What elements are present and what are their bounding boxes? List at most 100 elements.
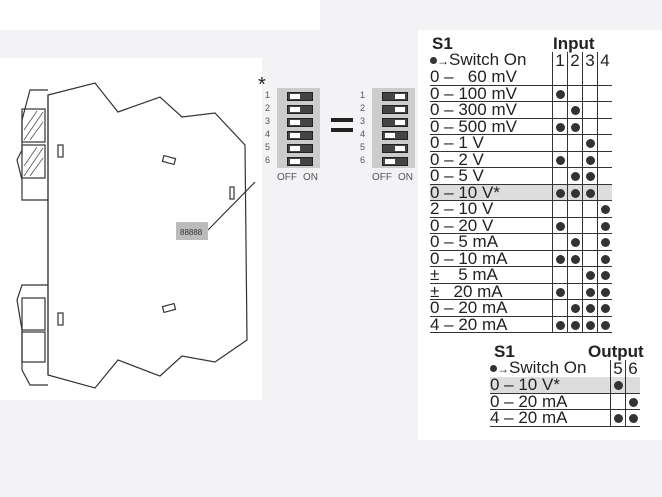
switch-cell (597, 118, 612, 135)
table-row: 0 – 60 mV (430, 68, 612, 86)
switch-on-dot (600, 221, 610, 231)
range-label: ± 20 mA (430, 283, 553, 300)
switch-on-dot (585, 287, 595, 297)
switch-number: 5 (265, 142, 271, 152)
switch-toggle (382, 118, 408, 127)
switch-on-dot (570, 254, 580, 264)
table-row: 0 – 20 mA (490, 393, 640, 410)
switch-cell (567, 151, 583, 168)
table-row: ± 5 mA (430, 266, 612, 284)
switch-on-dot (555, 287, 565, 297)
switch-cell (582, 85, 598, 102)
switch-cell (597, 316, 612, 333)
column-header: 2 (567, 52, 583, 69)
switch-toggle (382, 131, 408, 140)
switch-cell (552, 266, 568, 284)
switch-on-dot (570, 238, 580, 248)
table-row: 0 – 20 V (430, 217, 612, 234)
switch-cell (582, 299, 598, 317)
range-label: 0 – 2 V (430, 151, 553, 168)
switch-cell (597, 200, 612, 218)
switch-number: 3 (265, 116, 271, 126)
switch-cell (567, 233, 583, 251)
switch-on-dot (585, 155, 595, 165)
switch-on-dot (600, 271, 610, 281)
switch-on-dot (570, 122, 580, 132)
off-label: OFF (372, 172, 392, 183)
range-label: 0 – 10 mA (430, 250, 553, 267)
switch-toggle (287, 118, 313, 127)
switch-cell (552, 299, 568, 317)
asterisk: * (258, 74, 266, 96)
switch-on-dot (613, 414, 623, 424)
switch-on-dot (600, 238, 610, 248)
switch-cell (597, 167, 612, 185)
switch-cell (597, 85, 612, 102)
switch-cell (567, 184, 583, 201)
column-header: 1 (552, 52, 568, 69)
table-row: 4 – 20 mA (490, 409, 640, 427)
switch-on-dot (628, 397, 638, 407)
equals-sign (331, 118, 353, 122)
switch-cell (597, 184, 612, 201)
bullet-icon (430, 57, 437, 65)
range-label: 0 – 60 mV (430, 68, 553, 86)
switch-number: 2 (265, 103, 271, 113)
switch-on-dot (600, 254, 610, 264)
column-header: 5 (610, 360, 626, 377)
switch-cell (582, 250, 598, 267)
switch-cell (625, 377, 640, 394)
input-title: Input (553, 34, 595, 53)
switch-cell (552, 283, 568, 300)
switch-number: 4 (360, 129, 366, 139)
table-row: 0 – 1 V (430, 134, 612, 152)
table-row: 0 – 300 mV (430, 101, 612, 119)
switch-on-dot (555, 155, 565, 165)
output-title: Output (588, 342, 644, 361)
switch-cell (597, 250, 612, 267)
column-header: 6 (625, 360, 640, 377)
range-label: 0 – 300 mV (430, 101, 553, 119)
switch-cell (567, 167, 583, 185)
column-header: 3 (582, 52, 598, 69)
switch-cell (582, 134, 598, 152)
switch-cell (597, 217, 612, 234)
dip-switch-small (176, 222, 208, 240)
switch-cell (597, 283, 612, 300)
range-label: 0 – 10 V* (490, 376, 611, 394)
switch-number: 6 (265, 155, 271, 165)
output-s1: S1 (494, 342, 515, 361)
switch-cell (582, 266, 598, 284)
range-label: 2 – 10 V (430, 200, 553, 218)
input-s1: S1 (432, 34, 453, 53)
range-label: 0 – 20 V (430, 217, 553, 234)
off-label: OFF (277, 172, 297, 183)
switch-on-dot (555, 188, 565, 198)
switch-toggle (287, 92, 313, 101)
switch-toggle (382, 144, 408, 153)
switch-cell (597, 101, 612, 119)
range-label: 0 – 5 mA (430, 233, 553, 251)
switch-cell (567, 299, 583, 317)
switch-on-dot (570, 172, 580, 182)
switch-on-dot (585, 188, 595, 198)
switch-on-dot (585, 139, 595, 149)
switch-cell (552, 151, 568, 168)
switch-number: 4 (265, 129, 271, 139)
switch-toggle (287, 131, 313, 140)
switch-on-dot (585, 172, 595, 182)
switch-cell (582, 283, 598, 300)
switch-cell (552, 69, 568, 86)
switch-number: 1 (265, 90, 271, 100)
switch-on-dot (585, 271, 595, 281)
range-label: 4 – 20 mA (490, 409, 611, 427)
arrow-icon: → (497, 362, 509, 376)
device-drawing: 88888 (16, 82, 256, 389)
arrow-icon: → (437, 54, 449, 68)
switch-cell (552, 118, 568, 135)
switch-cell (567, 118, 583, 135)
switch-cell (610, 393, 626, 410)
switch-on-dot (600, 320, 610, 330)
switch-on-dot (628, 414, 638, 424)
